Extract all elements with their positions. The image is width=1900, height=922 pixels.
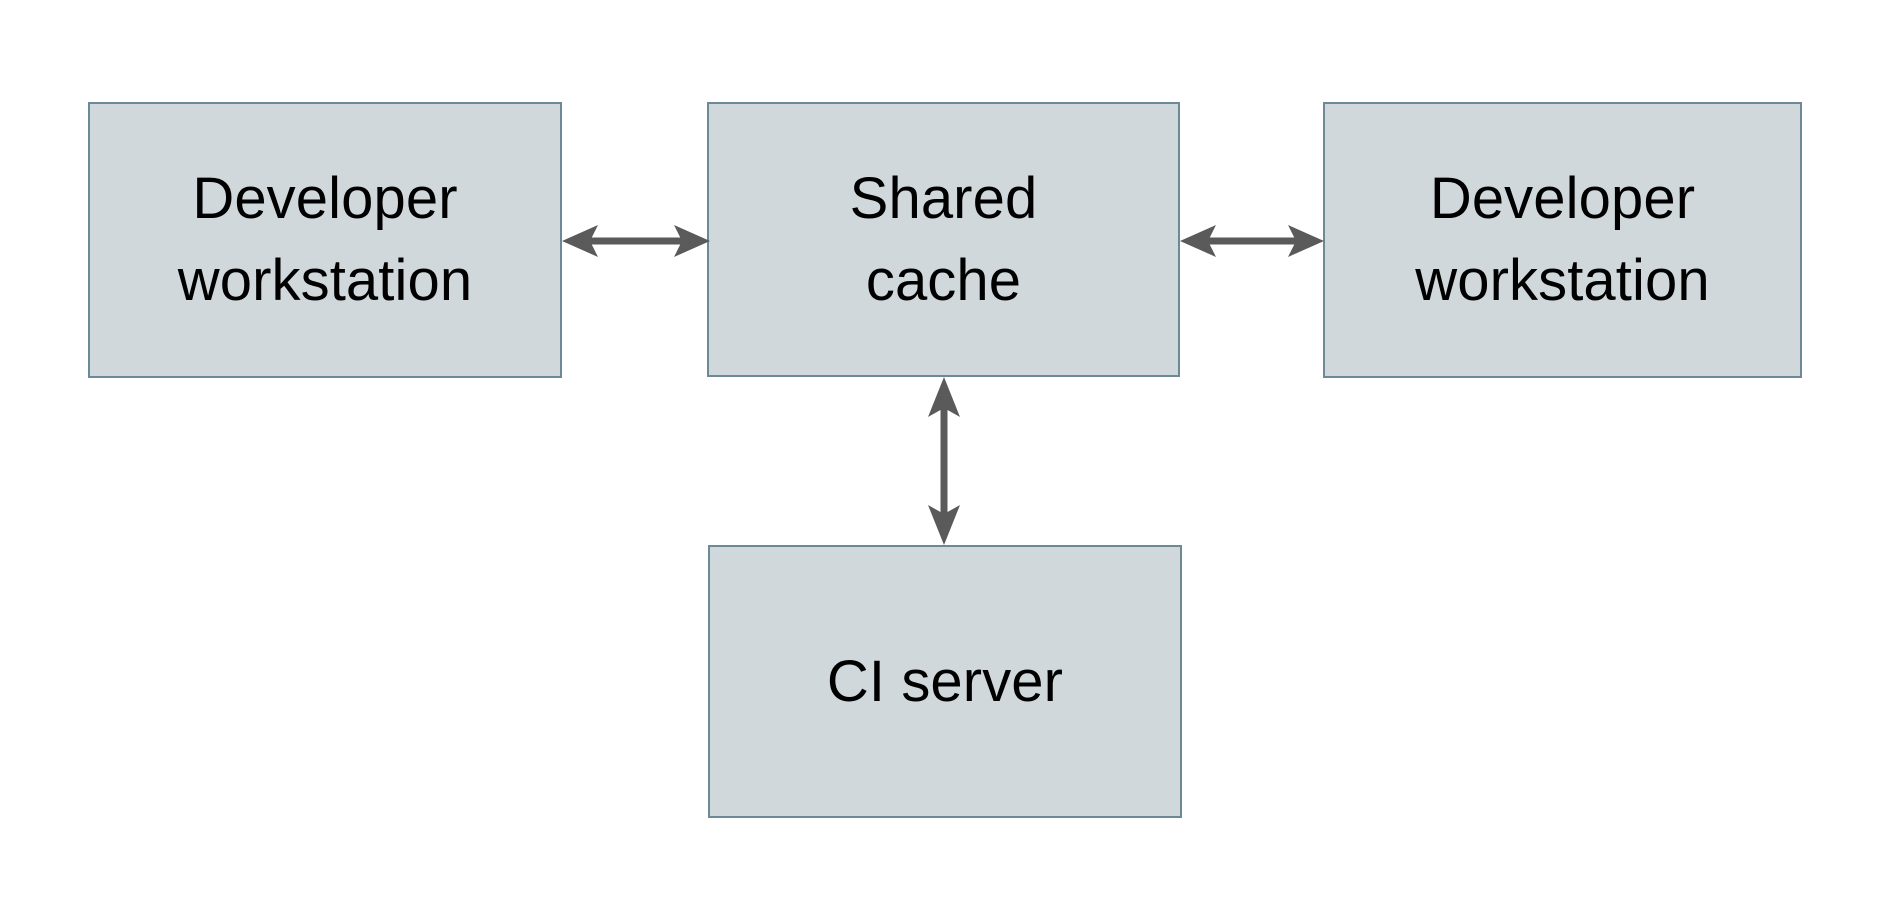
- node-developer-workstation-left[interactable]: Developer workstation: [88, 102, 562, 378]
- edge-shared-cache-to-developer-workstation-right[interactable]: [1176, 206, 1328, 276]
- node-label: Developer workstation: [177, 166, 473, 313]
- node-shared-cache[interactable]: Shared cache: [707, 102, 1180, 377]
- double-arrow-icon: [928, 377, 960, 545]
- node-label: Shared cache: [849, 165, 1038, 313]
- node-developer-workstation-right[interactable]: Developer workstation: [1323, 102, 1802, 378]
- double-arrow-icon: [562, 225, 710, 257]
- double-arrow-icon: [1180, 225, 1324, 257]
- edge-developer-workstation-left-to-shared-cache[interactable]: [558, 206, 714, 276]
- node-label: Developer workstation: [1415, 166, 1710, 313]
- node-ci-server[interactable]: CI server: [708, 545, 1182, 818]
- edge-shared-cache-to-ci-server[interactable]: [909, 373, 979, 549]
- node-label: CI server: [826, 648, 1064, 714]
